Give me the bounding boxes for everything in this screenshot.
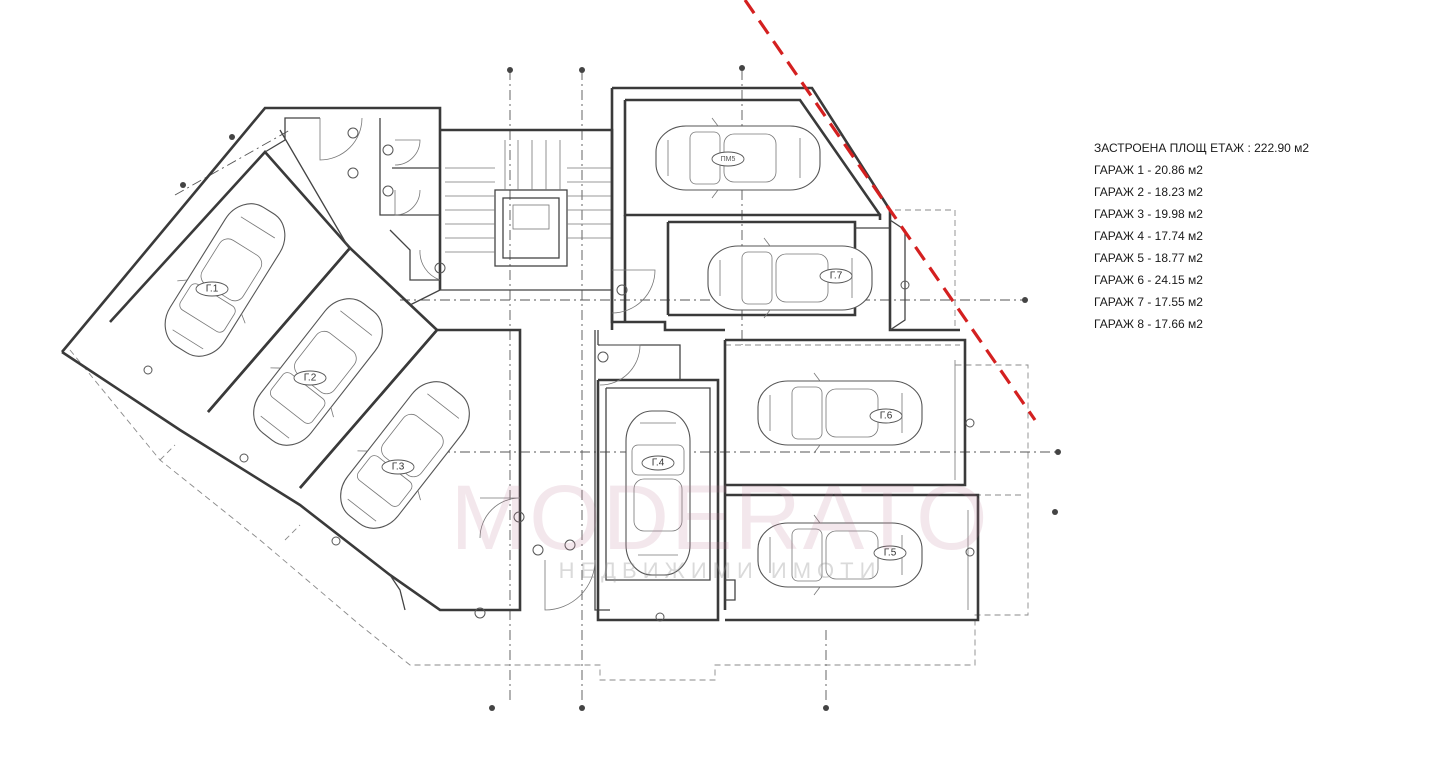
garage-label-8: ПМ5 — [721, 156, 736, 163]
legend-garage-2: ГАРАЖ 2 - 18.23 м2 — [1094, 185, 1203, 199]
legend-garage-7: ГАРАЖ 7 - 17.55 м2 — [1094, 295, 1203, 309]
garage-label-1: Г.1 — [206, 284, 219, 295]
car-garage-1 — [147, 188, 303, 372]
garage-label-7: Г.7 — [830, 271, 843, 282]
legend-garage-1: ГАРАЖ 1 - 20.86 м2 — [1094, 163, 1203, 177]
legend-garage-3: ГАРАЖ 3 - 19.98 м2 — [1094, 207, 1203, 221]
legend-garage-5: ГАРАЖ 5 - 18.77 м2 — [1094, 251, 1203, 265]
garage-label-3: Г.3 — [392, 462, 405, 473]
door-swings — [319, 117, 656, 611]
left-wing-walls — [61, 106, 522, 612]
garage-label-4: Г.4 — [652, 458, 665, 469]
legend-garage-6: ГАРАЖ 6 - 24.15 м2 — [1094, 273, 1203, 287]
garage-label-6: Г.6 — [880, 411, 893, 422]
area-legend: ЗАСТРОЕНА ПЛОЩ ЕТАЖ : 222.90 м2 ГАРАЖ 1 … — [1094, 137, 1309, 335]
garage-label-2: Г.2 — [304, 373, 317, 384]
garage-label-5: Г.5 — [884, 548, 897, 559]
axis-markers — [180, 65, 1061, 711]
legend-garage-4: ГАРАЖ 4 - 17.74 м2 — [1094, 229, 1203, 243]
garage-tags — [195, 151, 907, 561]
car-garage-4 — [625, 410, 691, 576]
legend-garage-8: ГАРАЖ 8 - 17.66 м2 — [1094, 317, 1203, 331]
property-boundary-line — [743, 0, 1037, 421]
stair-core — [440, 128, 614, 611]
legend-total-area: ЗАСТРОЕНА ПЛОЩ ЕТАЖ : 222.90 м2 — [1094, 141, 1310, 155]
fixture-markers — [143, 127, 975, 622]
car-garage-3 — [322, 365, 488, 545]
